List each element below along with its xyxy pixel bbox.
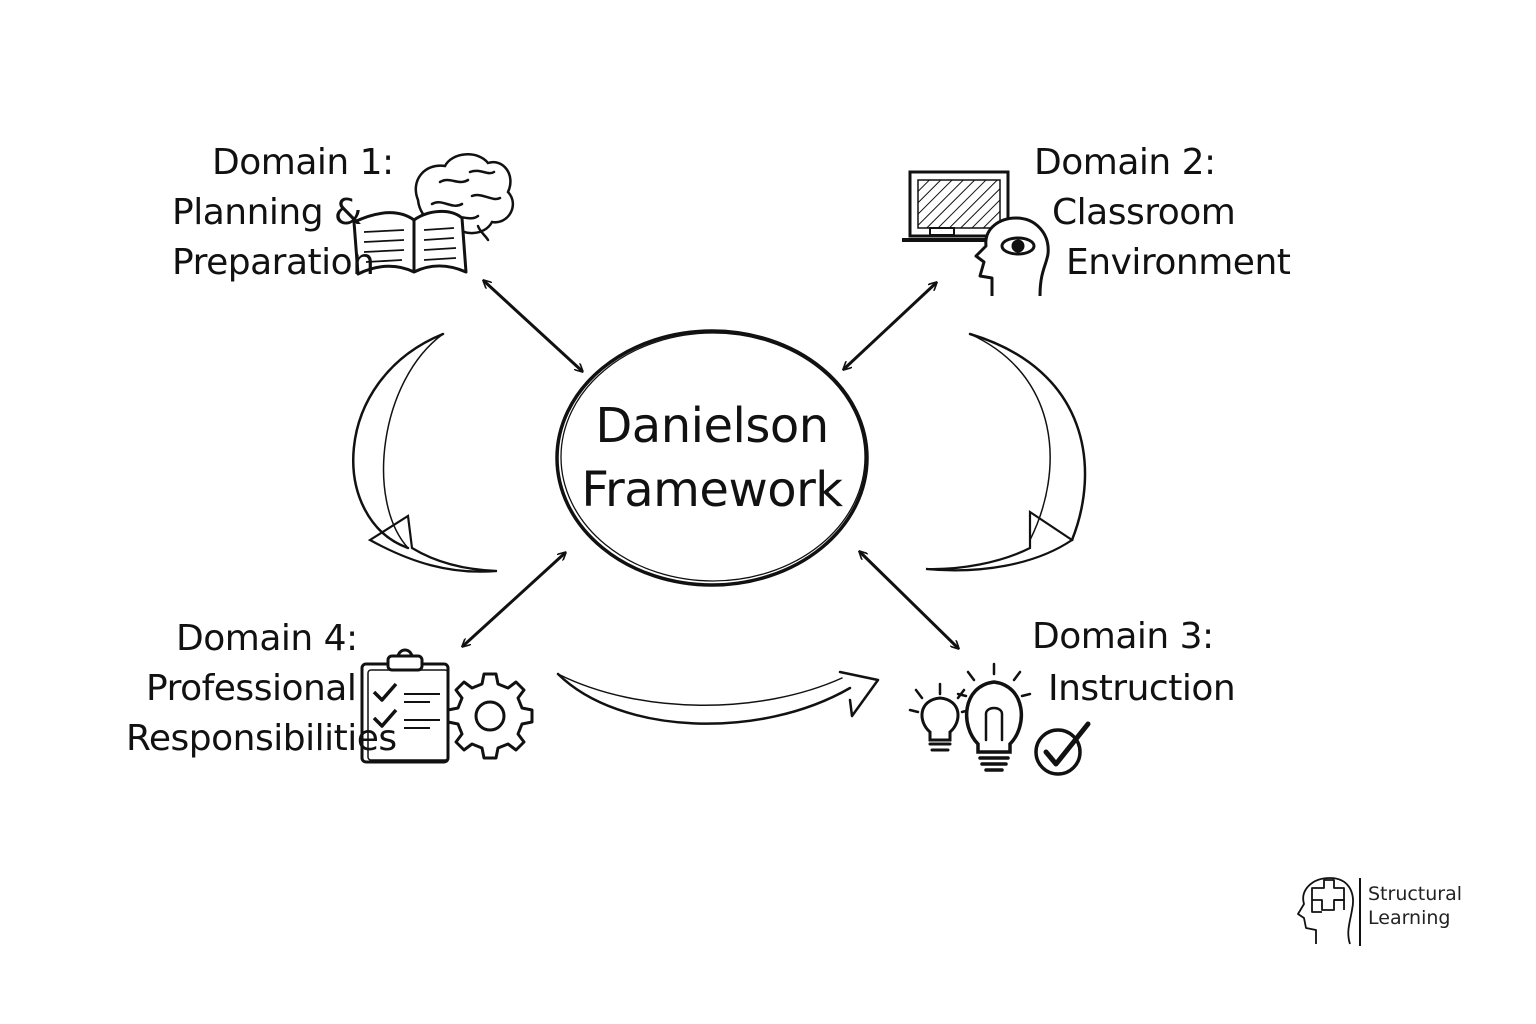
curved-arrow-right bbox=[925, 332, 1087, 572]
arrow-center-domain1 bbox=[484, 281, 582, 371]
center-title-line2: Framework bbox=[581, 462, 843, 518]
domain4-label-line2: Responsibilities bbox=[126, 718, 397, 759]
arrow-center-domain2 bbox=[844, 283, 936, 369]
domain1-heading: Domain 1: bbox=[212, 142, 394, 183]
logo-text-line1: Structural bbox=[1368, 883, 1463, 905]
gear-icon bbox=[446, 672, 534, 760]
lightbulb-icon bbox=[956, 662, 1032, 772]
small-lightbulb-icon bbox=[908, 682, 972, 752]
head-with-puzzle-icon bbox=[1297, 877, 1361, 946]
domain3-label-line1: Instruction bbox=[1048, 668, 1236, 709]
curved-arrow-left bbox=[352, 332, 498, 573]
arrow-center-domain4 bbox=[463, 553, 565, 646]
domain1-label: Planning & Preparation bbox=[172, 188, 375, 288]
center-ellipse bbox=[555, 329, 869, 587]
domain2-label-line2: Environment bbox=[1066, 242, 1291, 283]
domain3-heading: Domain 3: bbox=[1032, 616, 1214, 657]
center-title: Danielson Framework bbox=[560, 394, 864, 522]
curved-arrow-bottom bbox=[556, 670, 880, 725]
center-title-line1: Danielson bbox=[595, 398, 829, 454]
logo-text-line2: Learning bbox=[1368, 907, 1451, 929]
checkmark-circle-icon bbox=[1034, 721, 1091, 776]
domain2-label-line1: Classroom bbox=[1052, 192, 1236, 233]
domain1-label-line2: Preparation bbox=[172, 242, 375, 283]
chalkboard-icon bbox=[902, 170, 1014, 242]
head-with-eye-icon bbox=[974, 216, 1050, 297]
domain1-label-line1: Planning & bbox=[172, 192, 362, 233]
domain2-heading: Domain 2: bbox=[1034, 142, 1216, 183]
domain4-label-line1: Professional bbox=[146, 668, 357, 709]
domain4-heading: Domain 4: bbox=[176, 618, 358, 659]
arrow-center-domain3 bbox=[860, 552, 958, 648]
open-book-icon bbox=[352, 210, 468, 276]
logo-text: Structural Learning bbox=[1368, 882, 1462, 930]
